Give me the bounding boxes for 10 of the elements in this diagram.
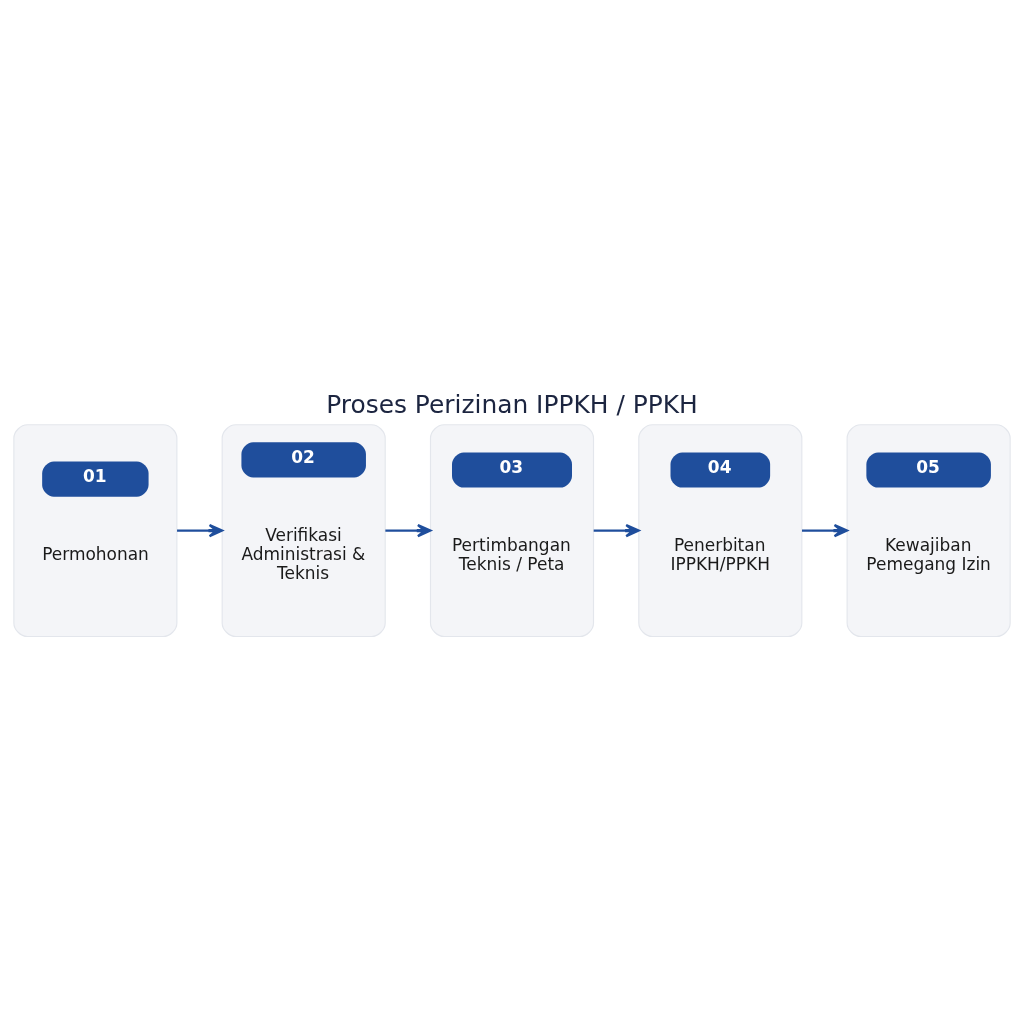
arrow [802, 523, 849, 537]
node-box: 02 Verifikasi Administrasi & Teknis [221, 423, 386, 637]
arrow [593, 523, 640, 537]
arrow [385, 523, 432, 537]
node-box: 03 Pertimbangan Teknis / Peta [429, 423, 595, 637]
arrow [177, 523, 224, 537]
node-box: 01 Permohonan [13, 423, 178, 637]
diagram-title: Proses Perizinan IPPKH / PPKH [326, 389, 698, 419]
node-box: 04 Penerbitan IPPKH/PPKH [638, 423, 803, 637]
node-box: 05 Kewajiban Pemegang Izin [846, 423, 1011, 637]
